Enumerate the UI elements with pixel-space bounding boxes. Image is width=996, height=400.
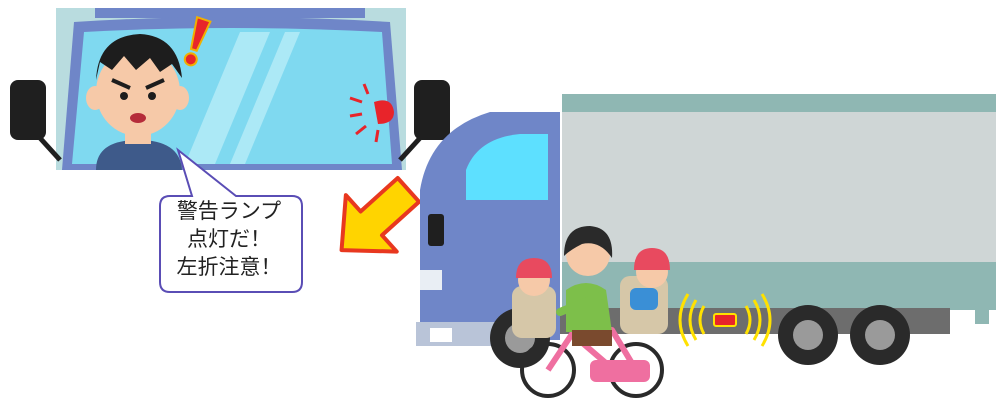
truck: [416, 94, 996, 368]
bubble-line-1: 警告ランプ: [166, 197, 292, 225]
truck-side-mirror: [428, 214, 444, 246]
hub: [793, 320, 823, 350]
hub: [865, 320, 895, 350]
cargo-rear-post: [975, 300, 989, 324]
truck-bumper-light: [430, 328, 452, 342]
inset-roof-light: [95, 8, 365, 18]
lamp-ray: [350, 114, 362, 116]
lamp-ray: [376, 130, 378, 142]
bubble-line-2: 点灯だ！: [166, 225, 292, 253]
driver-cab-inset: [10, 8, 450, 170]
bike-chain-guard: [590, 360, 650, 382]
driver-mouth: [130, 113, 146, 123]
sensor-body: [714, 314, 736, 326]
left-mirror: [10, 80, 46, 140]
arrow-shape: [316, 162, 434, 279]
mother-pants: [572, 330, 612, 346]
right-mirror: [414, 80, 450, 140]
truck-headlight: [420, 270, 442, 290]
cargo-top-stripe: [562, 94, 996, 112]
bubble-line-3: 左折注意！: [166, 253, 292, 281]
driver-eye: [148, 92, 156, 100]
child-shirt: [630, 288, 658, 310]
speech-bubble-text: 警告ランプ 点灯だ！ 左折注意！: [166, 197, 292, 281]
rear-wheel: [778, 305, 838, 365]
rear-wheel: [850, 305, 910, 365]
pointer-arrow-icon: [316, 162, 434, 279]
driver-eye: [120, 92, 128, 100]
